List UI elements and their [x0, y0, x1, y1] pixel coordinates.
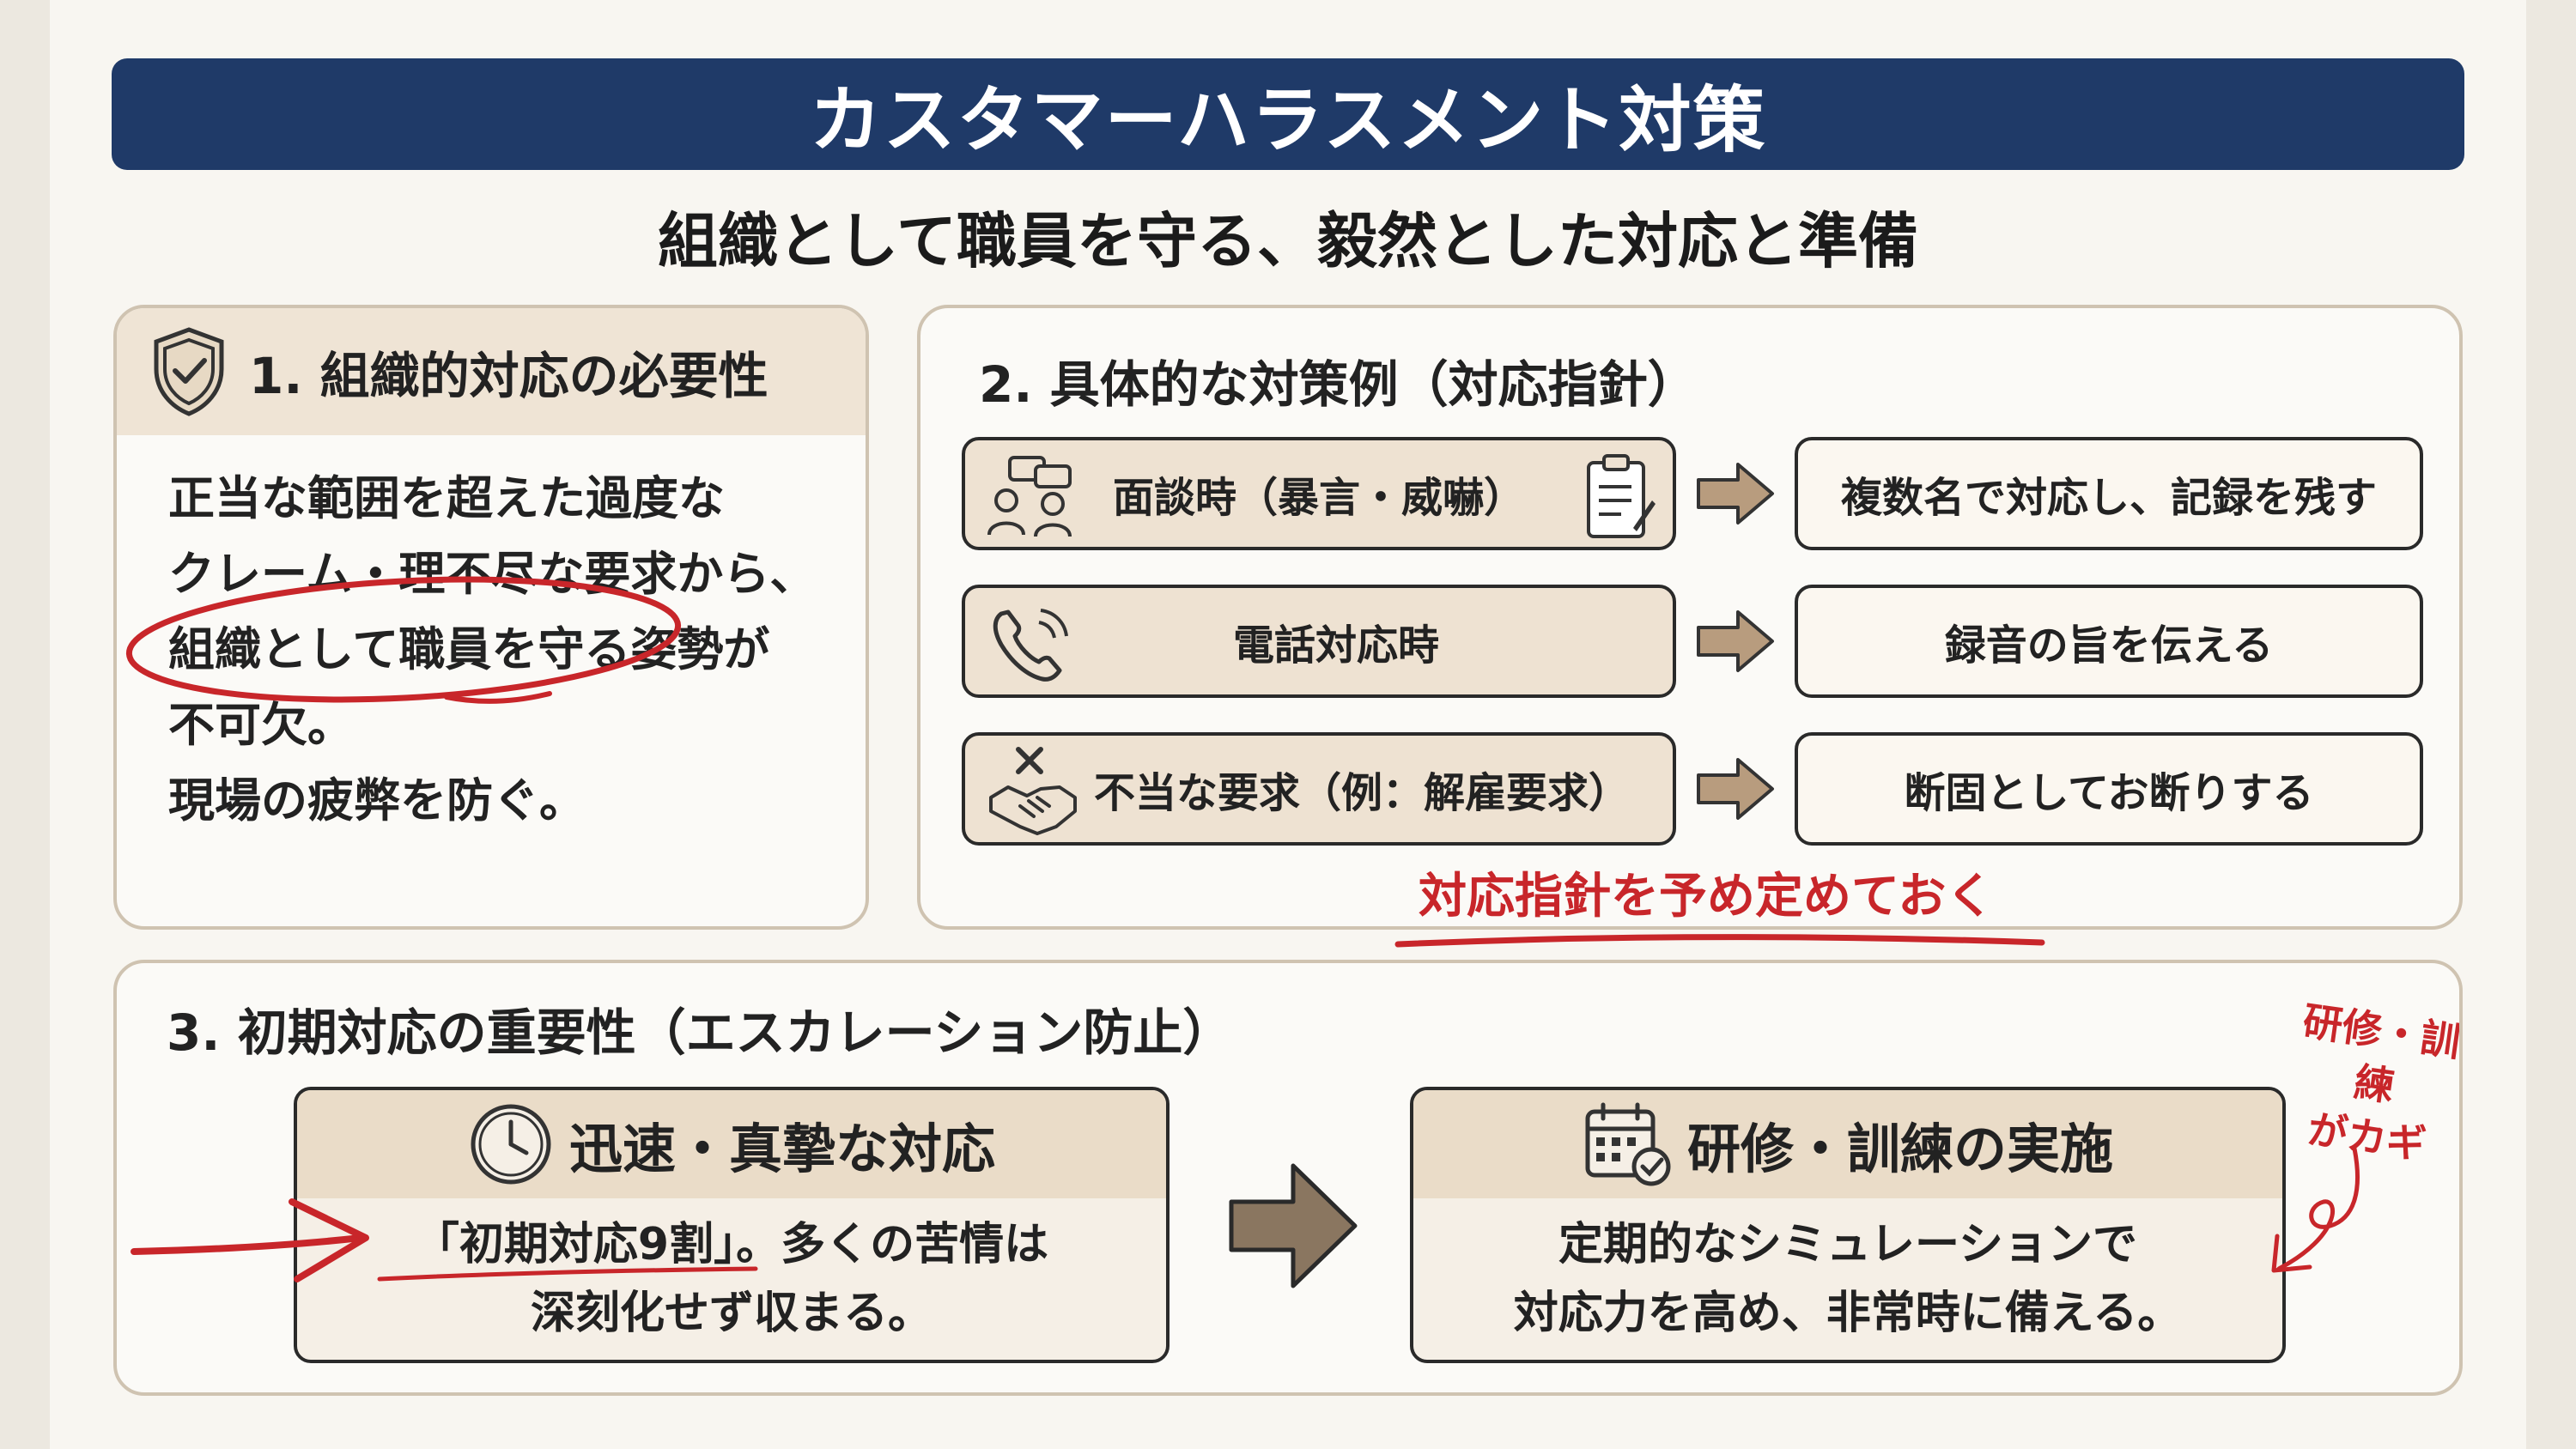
section-organizational-response: 1. 組織的対応の必要性 正当な範囲を超えた過度な クレーム・理不尽な要求から、…	[113, 305, 869, 930]
refused-handshake-icon	[989, 747, 1077, 835]
clipboard-icon	[1587, 454, 1656, 538]
section3-title: 3. 初期対応の重要性（エスカレーション防止）	[167, 1003, 1233, 1062]
section1-header: 1. 組織的対応の必要性	[117, 308, 866, 435]
situation-label: 不当な要求（例：解雇要求）	[1094, 769, 1631, 817]
title-bar: カスタマーハラスメント対策	[112, 58, 2464, 170]
quick-response-header: 迅速・真摯な対応	[297, 1090, 1166, 1198]
section-initial-response: 3. 初期対応の重要性（エスカレーション防止） 迅速・真摯な対応 「初期対応9割…	[113, 960, 2463, 1396]
quick-response-title: 迅速・真摯な対応	[568, 1118, 995, 1180]
training-line: 定期的なシミュレーションで	[1558, 1219, 2137, 1270]
training-line: 対応力を高め、非常時に備える。	[1513, 1288, 2183, 1339]
section2-title: 2. 具体的な対策例（対応指針）	[979, 355, 1698, 414]
situation-label: 面談時（暴言・威嚇）	[1113, 474, 1526, 522]
training-title: 研修・訓練の実施	[1686, 1118, 2113, 1180]
quick-response-line: 「初期対応9割」。多くの苦情は	[414, 1219, 1049, 1270]
section1-line: 不可欠。	[168, 698, 354, 752]
arrow-right-icon	[1697, 610, 1774, 672]
section1-line: クレーム・理不尽な要求から、	[168, 547, 817, 601]
quick-response-text: 「初期対応9割」。多くの苦情は 深刻化せず収まる。	[297, 1210, 1166, 1348]
quick-response-box: 迅速・真摯な対応 「初期対応9割」。多くの苦情は 深刻化せず収まる。	[294, 1087, 1170, 1363]
situation-unfair-demand: 不当な要求（例：解雇要求）	[962, 732, 1676, 846]
situation-meeting: 面談時（暴言・威嚇）	[962, 437, 1676, 550]
meeting-people-icon	[987, 456, 1072, 537]
phone-icon	[993, 609, 1068, 682]
action-keep-records: 複数名で対応し、記録を残す	[1795, 437, 2423, 550]
shield-check-icon	[154, 327, 224, 416]
training-key-note: 研修・訓練 がカギ	[2279, 993, 2459, 1175]
page-subtitle: 組織として職員を守る、毅然とした対応と準備	[658, 206, 1918, 276]
situation-label: 電話対応時	[1232, 621, 1439, 670]
page-title: カスタマーハラスメント対策	[809, 77, 1767, 162]
calendar-icon	[1585, 1102, 1671, 1186]
section1-line: 正当な範囲を超えた過度な	[168, 471, 725, 525]
section1-text: 正当な範囲を超えた過度な クレーム・理不尽な要求から、 組織として職員を守る姿勢…	[168, 461, 855, 839]
arrow-right-icon	[1229, 1163, 1358, 1288]
section1-title: 1. 組織的対応の必要性	[249, 347, 769, 405]
guideline-note: 対応指針を予め定めておく	[1419, 869, 1995, 925]
situation-phone: 電話対応時	[962, 585, 1676, 698]
arrow-right-icon	[1697, 758, 1774, 820]
section1-line: 組織として職員を守る姿勢が	[168, 622, 770, 676]
quick-response-line: 深刻化せず収まる。	[530, 1288, 933, 1339]
training-header: 研修・訓練の実施	[1413, 1090, 2282, 1198]
action-refuse-firmly: 断固としてお断りする	[1795, 732, 2423, 846]
section-countermeasures: 2. 具体的な対策例（対応指針） 面談時（暴言・威嚇） 複数名で対応し、記録を残…	[917, 305, 2463, 930]
section1-line: 現場の疲弊を防ぐ。	[168, 773, 586, 828]
training-text: 定期的なシミュレーションで 対応力を高め、非常時に備える。	[1413, 1210, 2282, 1348]
arrow-right-icon	[1697, 463, 1774, 524]
training-box: 研修・訓練の実施 定期的なシミュレーションで 対応力を高め、非常時に備える。	[1410, 1087, 2286, 1363]
clock-icon	[471, 1104, 551, 1185]
action-notify-recording: 録音の旨を伝える	[1795, 585, 2423, 698]
